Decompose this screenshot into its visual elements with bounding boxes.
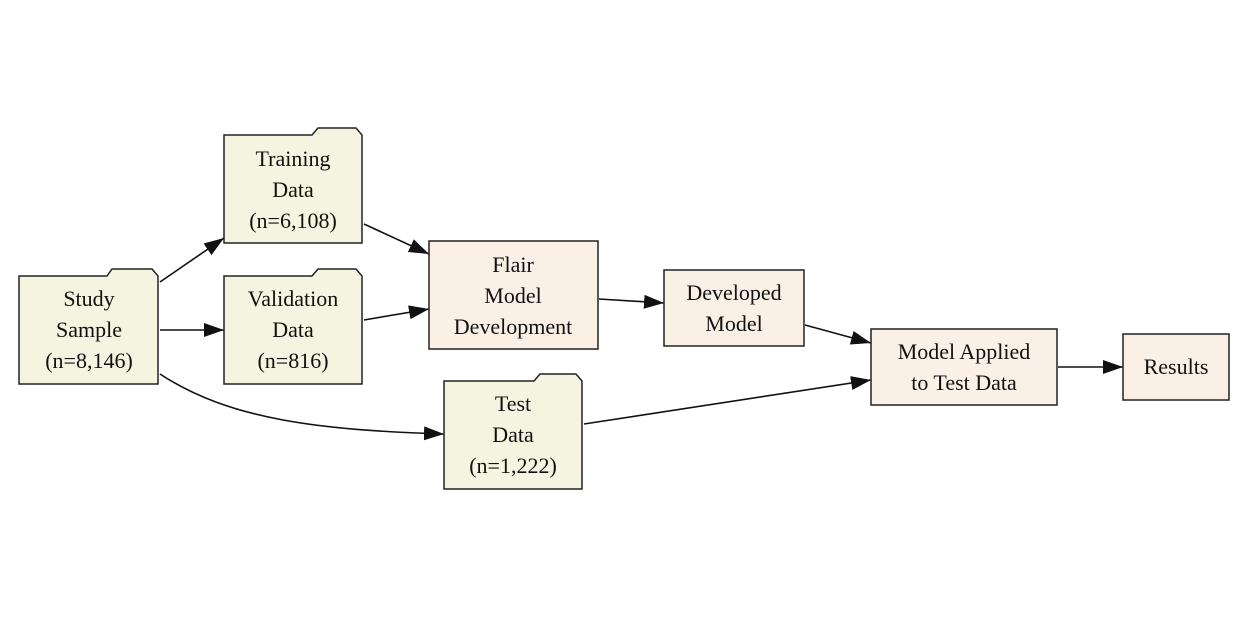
node-study-sample: Study Sample (n=8,146) xyxy=(18,268,159,385)
folder-shape xyxy=(223,127,363,244)
folder-shape xyxy=(443,373,583,490)
node-results: Results xyxy=(1122,333,1230,401)
node-training-data-line-1: Training xyxy=(256,146,331,171)
node-training-data-line-2: Data xyxy=(272,177,314,202)
node-training-data: Training Data (n=6,108) xyxy=(223,127,363,244)
edge-training-to-flair xyxy=(363,223,430,255)
edge-test-to-applied xyxy=(583,376,872,425)
box-shape xyxy=(663,269,805,347)
edge-developed-to-applied xyxy=(804,324,872,345)
node-study-sample-line-2: Sample xyxy=(56,317,122,342)
node-training-data-line-3: (n=6,108) xyxy=(249,208,337,233)
edge-validation-to-flair xyxy=(363,305,430,321)
node-results-line-1: Results xyxy=(1144,354,1209,379)
folder-shape xyxy=(18,268,159,385)
node-test-data: Test Data (n=1,222) xyxy=(443,373,583,490)
node-test-data-line-2: Data xyxy=(492,422,534,447)
box-shape xyxy=(870,328,1058,406)
node-study-sample-line-3: (n=8,146) xyxy=(45,348,133,373)
node-validation-data: Validation Data (n=816) xyxy=(223,268,363,385)
node-test-data-line-1: Test xyxy=(495,391,531,416)
box-shape xyxy=(1122,333,1230,401)
node-flair-line-3: Development xyxy=(454,314,573,339)
folder-shape xyxy=(223,268,363,385)
edge-flair-to-developed xyxy=(598,294,665,309)
node-study-sample-line-1: Study xyxy=(63,286,114,311)
edges xyxy=(159,223,1123,441)
node-developed-line-2: Model xyxy=(705,311,762,336)
edge-study-to-test xyxy=(159,373,445,441)
node-validation-data-line-3: (n=816) xyxy=(257,348,328,373)
node-applied-line-1: Model Applied xyxy=(898,339,1031,364)
box-shape xyxy=(428,240,599,350)
node-validation-data-line-1: Validation xyxy=(248,286,338,311)
node-developed-line-1: Developed xyxy=(686,280,781,305)
node-flair-model-development: Flair Model Development xyxy=(428,240,599,350)
node-flair-line-1: Flair xyxy=(492,252,534,277)
node-model-applied: Model Applied to Test Data xyxy=(870,328,1058,406)
edge-study-to-training xyxy=(159,237,225,283)
node-validation-data-line-2: Data xyxy=(272,317,314,342)
node-test-data-line-3: (n=1,222) xyxy=(469,453,557,478)
node-developed-model: Developed Model xyxy=(663,269,805,347)
node-applied-line-2: to Test Data xyxy=(911,370,1017,395)
node-flair-line-2: Model xyxy=(484,283,541,308)
